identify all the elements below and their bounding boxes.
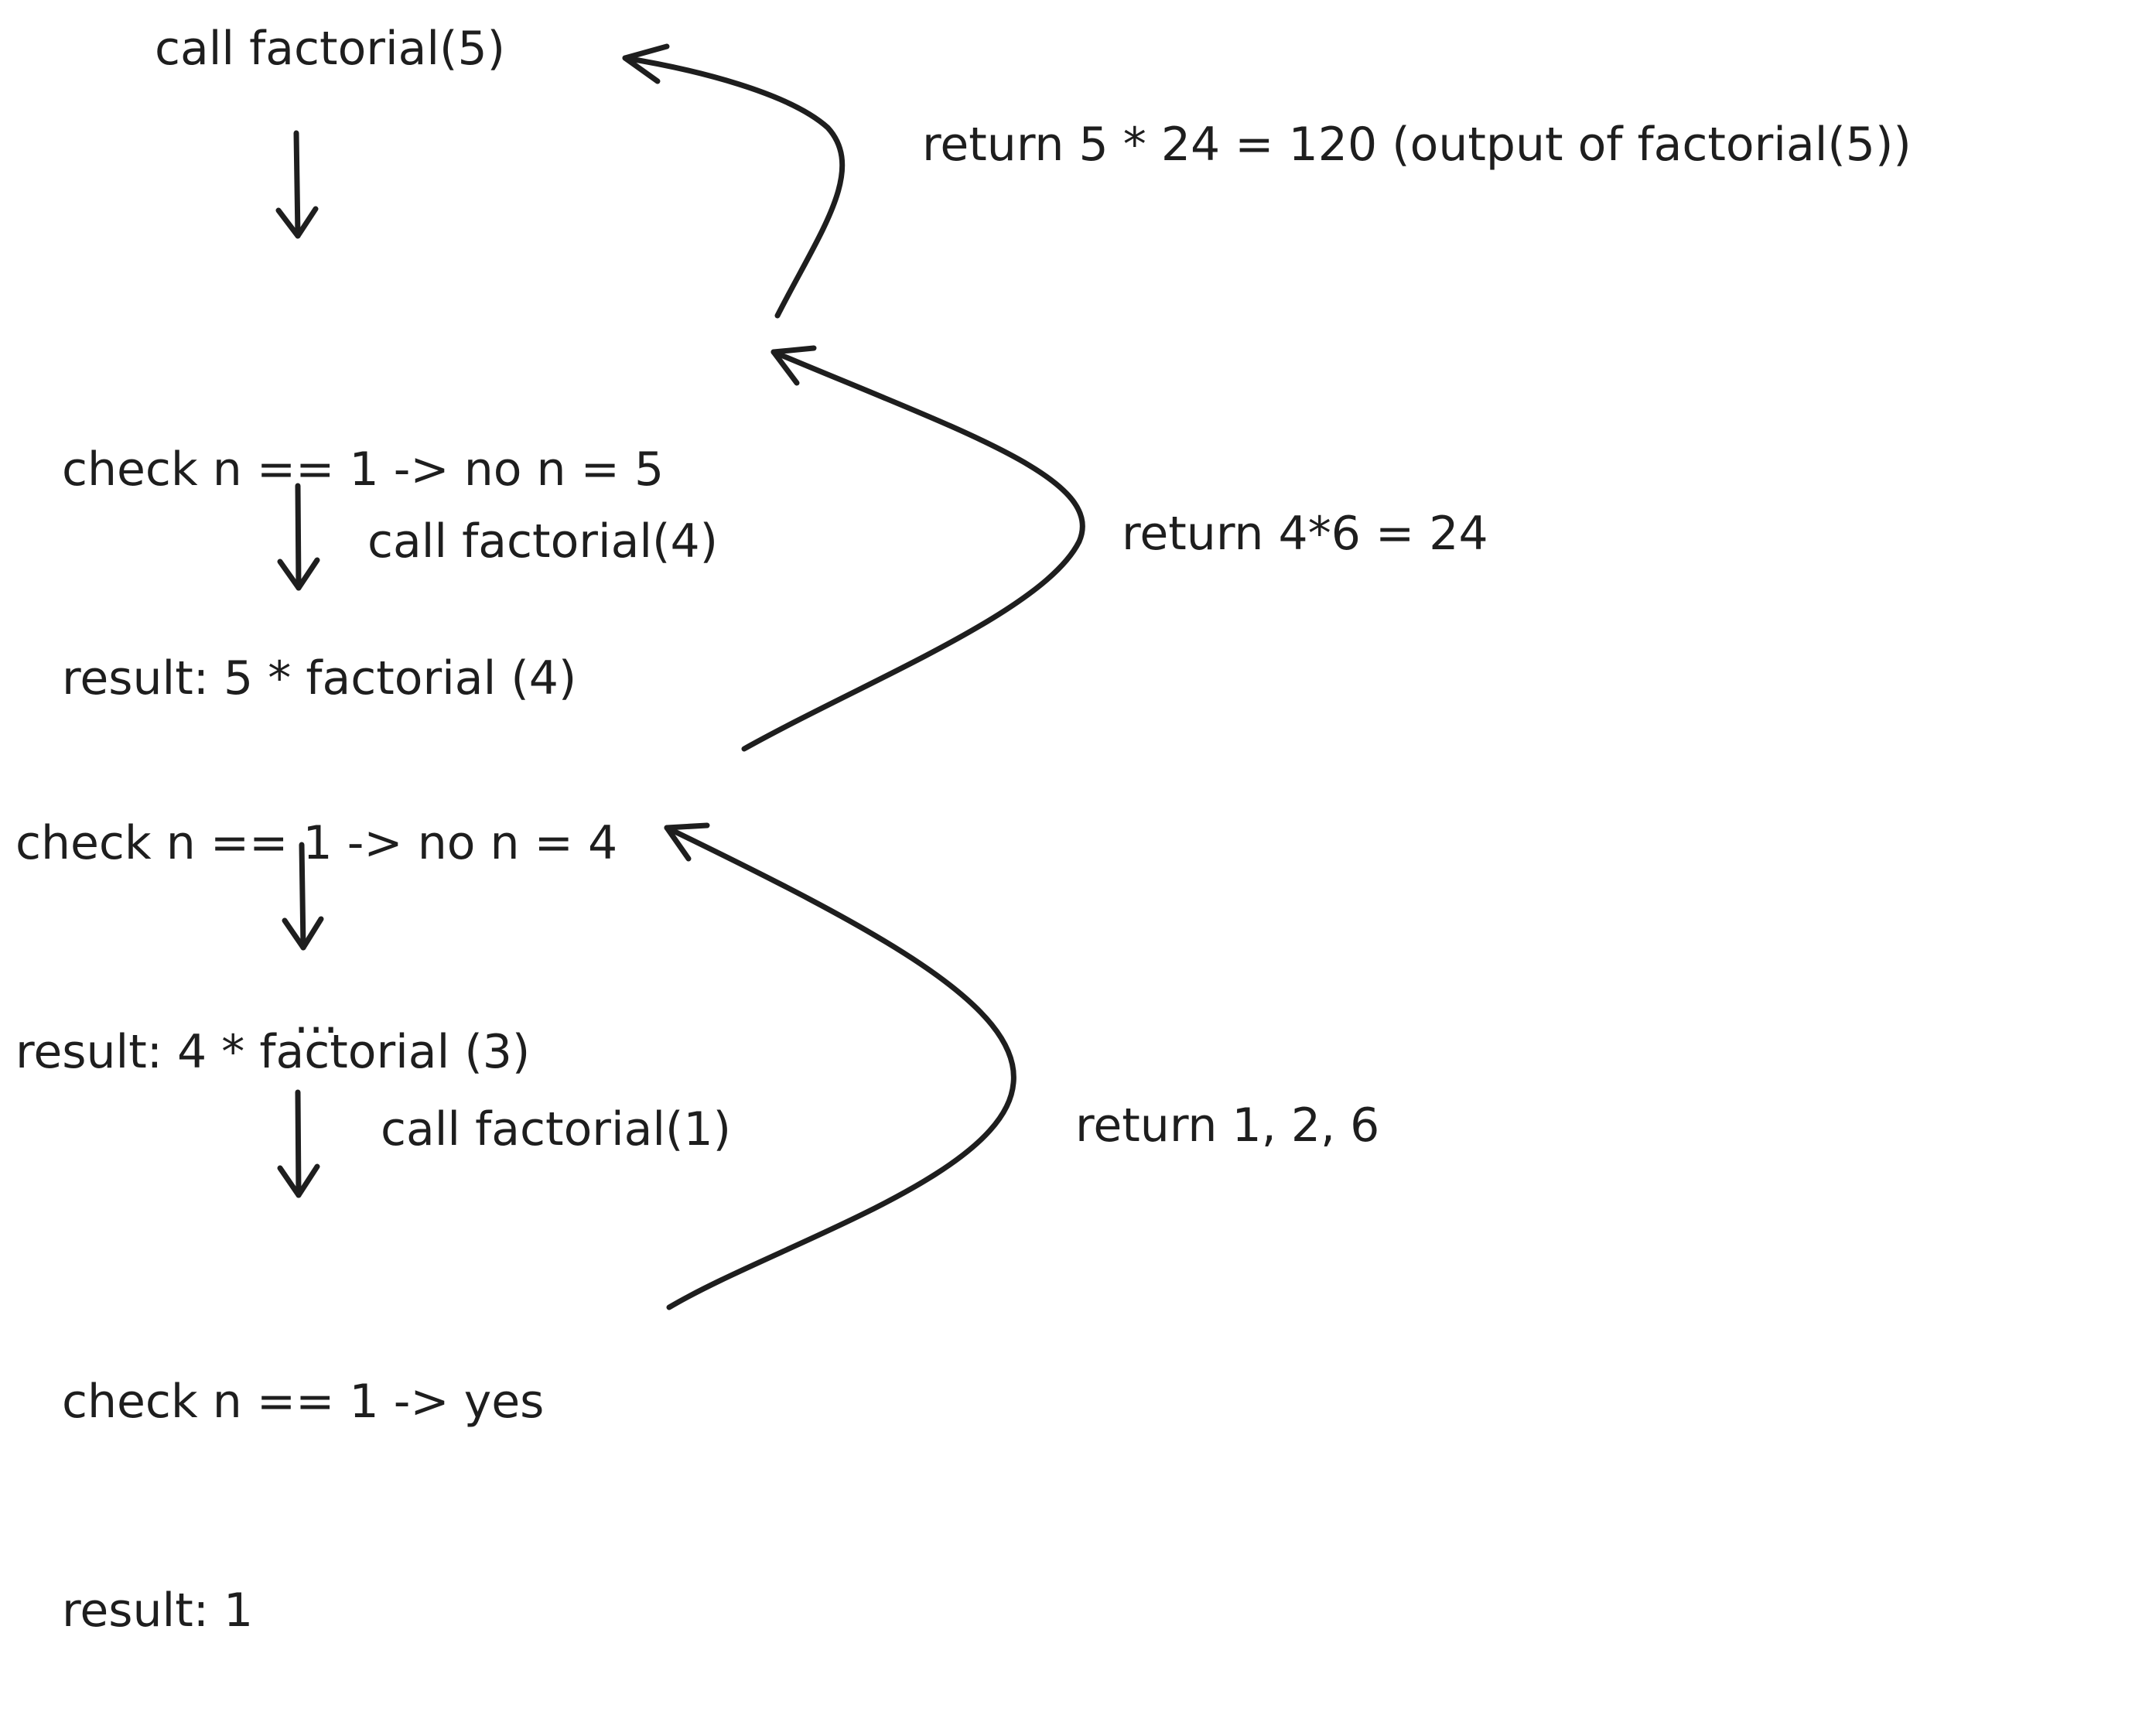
return-arrow-to-call-factorial-5 <box>622 43 846 319</box>
check-node-n1-condition: check n == 1 -> yes <box>62 1375 545 1429</box>
check-node-n4: check n == 1 -> no n = 4 result: 4 * fac… <box>15 669 617 1156</box>
check-node-n4-condition: check n == 1 -> no n = 4 <box>15 816 618 870</box>
down-arrow-3 <box>282 842 324 951</box>
down-arrow-2 <box>277 483 320 591</box>
check-node-n1: check n == 1 -> yes result: 1 <box>62 1228 544 1715</box>
check-node-n1-result: result: 1 <box>62 1583 254 1638</box>
check-node-n4-result: result: 4 * factorial (3) <box>15 1025 531 1079</box>
call-factorial-1-label: call factorial(1) <box>381 1102 732 1156</box>
down-arrow-4 <box>277 1089 320 1198</box>
down-arrow-1 <box>275 130 319 239</box>
return-label-1-2-6: return 1, 2, 6 <box>1075 1098 1380 1153</box>
check-node-n5-condition: check n == 1 -> no n = 5 <box>62 442 665 497</box>
call-factorial-4-label: call factorial(4) <box>367 514 719 569</box>
return-label-5: return 5 * 24 = 120 (output of factorial… <box>922 118 1912 172</box>
check-node-n5-result: result: 5 * factorial (4) <box>62 651 577 705</box>
return-arrow-to-check-5 <box>741 345 1085 752</box>
flow-diagram <box>275 43 1085 1310</box>
return-label-4: return 4*6 = 24 <box>1122 507 1488 561</box>
return-arrow-to-check-4 <box>664 822 1016 1310</box>
call-factorial-5-label: call factorial(5) <box>155 22 506 76</box>
ellipsis-label: ... <box>294 990 339 1044</box>
check-node-n5: check n == 1 -> no n = 5 result: 5 * fac… <box>62 296 664 783</box>
